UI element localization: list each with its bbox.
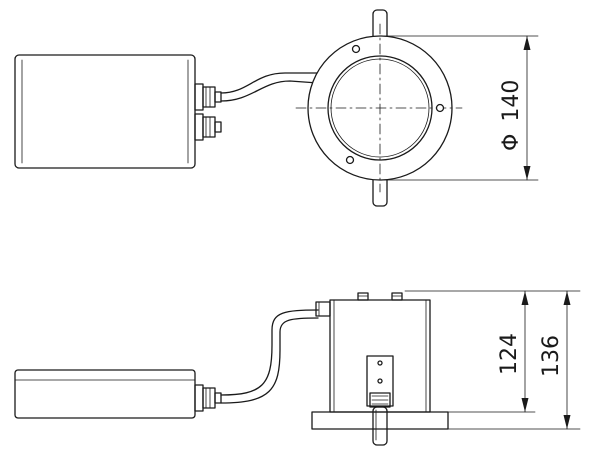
driver-box-side [14,369,196,419]
height-label-124: 124 [497,333,522,375]
top-view: Φ140 [14,9,539,207]
screw-3 [345,155,355,165]
diameter-dimension: Φ140 [379,35,539,181]
cable-top [220,72,321,102]
screw-2 [435,103,445,113]
height-dimension-136: 136 [539,290,571,430]
cable-gland-upper [194,83,222,111]
bottom-flange [311,411,449,430]
driver-box-top [14,54,196,169]
height-dimension-124: 124 [497,290,529,413]
cable-gland-lower [194,113,222,141]
diameter-label: Φ140 [499,80,524,151]
cable-side [220,309,319,404]
screw-1 [351,44,361,54]
cable-gland-side [194,384,222,412]
connector-plate [366,355,394,407]
housing-gland [315,301,331,317]
side-view: 124 136 [14,290,581,446]
top-stud-left [357,292,369,301]
top-stud-right [391,292,403,301]
height-label-136: 136 [539,335,564,377]
clip-bar-side [372,406,388,446]
